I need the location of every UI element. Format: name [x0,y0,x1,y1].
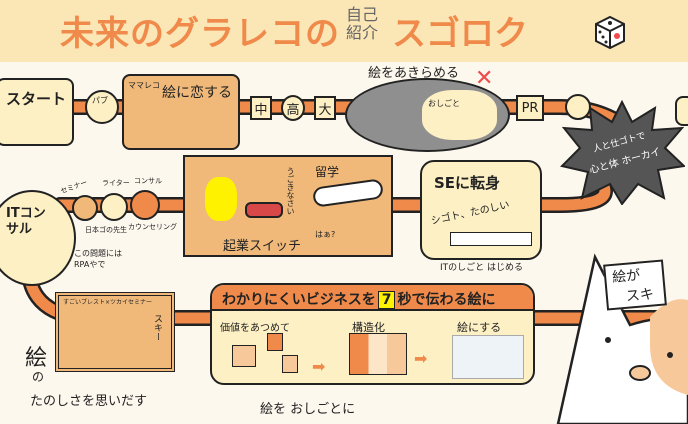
it-consul-circle: ITコンサル [0,190,76,286]
business-caption: 絵を おしごとに [260,402,356,417]
kigyou-label: 起業スイッチ [223,239,302,254]
banner-b: 秒で伝わる絵に [397,292,496,308]
ryugaku-label: 留学 [315,165,340,179]
haa-label: はぁ? [315,230,336,239]
writer-circle [100,193,128,221]
big-cat [556,253,688,424]
seminar-circle [72,195,98,221]
tanoshisa-label: たのしさを思いだす [30,394,148,409]
se-square: SEに転身 シゴト、たのしい [420,160,542,260]
se-title: SEに転身 [434,174,501,192]
step3-label: 絵にする [457,321,502,334]
akirameru-bubble: おしごと [345,78,510,152]
banner-a: わかりにくいビジネスを [222,292,376,308]
brest-square: すごいブレスト×ツカイセミナー スキー [55,292,175,372]
no-label: の [32,370,45,384]
suki-sign: 絵がスキ [603,259,667,311]
title-end: スゴロク [392,14,528,54]
se-sub: シゴト、たのしい [430,199,511,228]
counseling-caption: カウンセリング [128,223,177,231]
start-square: スタート [0,78,74,146]
writer-label: ライター [102,179,130,187]
arrow-icon: ➡ [414,349,428,368]
pub-circle: パブ [85,90,119,124]
suki-small-label: スキー [152,314,162,341]
akirameru-label: 絵をあきらめる [368,66,460,81]
oshigoto-label: おしごと [428,99,460,108]
school-square: 高 [281,95,305,121]
graphic-record-image [452,335,524,379]
ugokinasai-label: うごきなさい [286,167,295,215]
switch-button-shape [245,202,283,218]
step1-label: 価値をあつめて [220,323,290,334]
title: 未来のグラレコの [60,14,340,54]
burst-shape [560,100,685,205]
step2-label: 構造化 [352,321,385,334]
pub-label: パブ [92,96,108,105]
airplane-shape [311,178,385,208]
puzzle-piece [282,355,298,373]
banner-num: 7 [377,291,396,309]
it-consul-label: ITコンサル [6,206,46,237]
desk-shape [450,232,532,246]
cross-icon: ✕ [475,66,494,91]
offscreen-square [675,96,688,126]
teacher-caption: 日本ゴの先生 [85,226,127,234]
title-small: 自己紹介 [345,5,378,42]
ehikoi-square: ママレコ 絵に恋する [122,74,240,150]
header-band [0,0,688,62]
alarm-shape [205,177,237,221]
kigyou-square: うごきなさい 留学 はぁ? 起業スイッチ [183,155,393,257]
puzzle-piece [267,333,283,351]
e-label: 絵 [25,346,48,371]
puzzle-grid [349,333,407,375]
consul-circle [130,190,160,220]
arrow-icon: ➡ [312,357,326,376]
blank-circle [565,94,591,120]
start-label: スタート [6,90,67,108]
se-caption: ITのしごと はじめる [440,263,524,273]
school-square: 大 [314,96,336,120]
brest-label: すごいブレスト×ツカイセミナー [63,299,153,306]
puzzle-piece [232,345,256,367]
pr-square: PR [516,95,544,121]
ehikoi-label: 絵に恋する [162,85,232,101]
dice-icon [595,15,625,50]
mamareko-label: ママレコ [128,81,160,90]
sign-line2: スキ [625,286,655,305]
dream-cloud: おしごと [422,90,497,140]
school-square: 中 [250,96,272,120]
consul-label: コンサル [134,177,162,185]
it-note: この問題には RPAやで [74,249,122,269]
